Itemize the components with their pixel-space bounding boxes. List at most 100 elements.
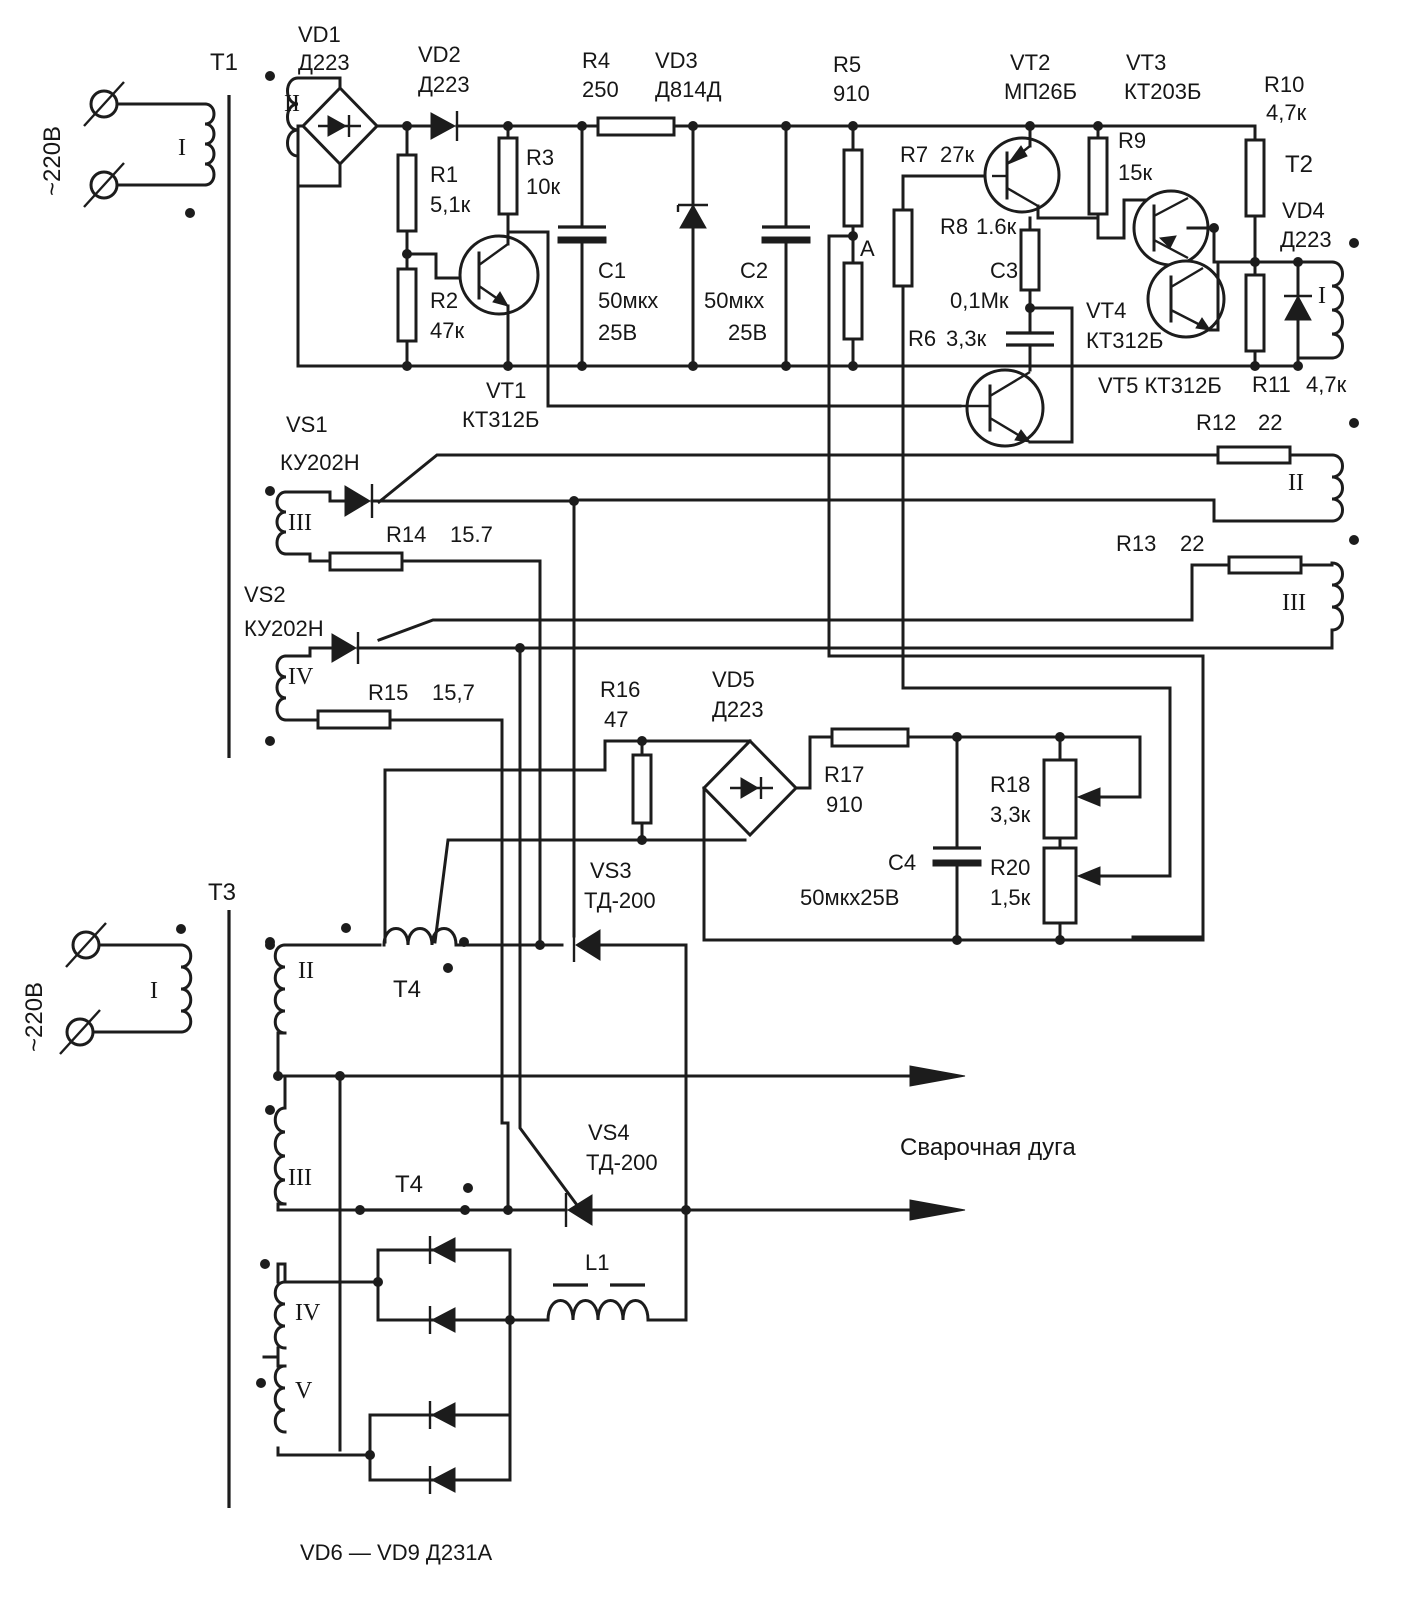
t1-winding-iii: III <box>288 510 312 536</box>
r4-ref: R4 <box>582 48 610 73</box>
r13-ref: R13 <box>1116 531 1156 556</box>
thyristor-vs1 <box>344 484 374 518</box>
r11-value: 4,7к <box>1306 372 1347 397</box>
t3-winding-i: I <box>150 978 158 1004</box>
resistor-r7 <box>892 208 914 288</box>
welding-arc-label: Сварочная дуга <box>900 1134 1076 1161</box>
capacitor-c1 <box>557 225 607 244</box>
c2-value: 50мкх <box>704 288 764 313</box>
vs4-value: ТД-200 <box>586 1150 658 1175</box>
t3-winding-v: V <box>295 1378 313 1404</box>
vd3-ref: VD3 <box>655 48 698 73</box>
vt2-value: МП26Б <box>1004 79 1077 104</box>
zener-diode-vd3 <box>676 203 708 229</box>
vd2-ref: VD2 <box>418 42 461 67</box>
vt1-ref: VT1 <box>486 378 526 403</box>
vd6-vd9-label: VD6 — VD9 Д231А <box>300 1540 493 1565</box>
resistor-r1 <box>396 153 418 233</box>
vs2-ref: VS2 <box>244 582 286 607</box>
diode-vd7 <box>428 1306 456 1334</box>
resistor-r17 <box>830 727 910 748</box>
diode-vd2 <box>430 111 459 141</box>
r2-value: 47к <box>430 318 464 343</box>
diode-bridge-vd5 <box>701 738 799 838</box>
resistor-r8 <box>1019 228 1041 292</box>
r18-value: 3,3к <box>990 802 1031 827</box>
thyristor-vs3 <box>572 928 601 962</box>
r20-value: 1,5к <box>990 885 1031 910</box>
r17-value: 910 <box>826 792 863 817</box>
transformer-t2-label: T2 <box>1285 151 1313 178</box>
r3-ref: R3 <box>526 145 554 170</box>
r1-ref: R1 <box>430 162 458 187</box>
resistor-r11 <box>1244 273 1266 353</box>
r12-ref: R12 <box>1196 410 1236 435</box>
r17-ref: R17 <box>824 762 864 787</box>
vs3-value: ТД-200 <box>584 888 656 913</box>
resistor-r4 <box>596 116 676 137</box>
current-transformer-t4-bottom <box>360 1183 473 1212</box>
c3-ref: C3 <box>990 258 1018 283</box>
vd3-value: Д814Д <box>655 77 722 102</box>
t2-winding-iii: III <box>1282 590 1306 616</box>
r12-value: 22 <box>1258 410 1282 435</box>
r8-ref: R8 <box>940 214 968 239</box>
r14-value: 15.7 <box>450 522 493 547</box>
resistor-r15 <box>316 709 392 730</box>
resistor-r3 <box>497 136 519 216</box>
t2-winding-i: I <box>1318 283 1326 309</box>
capacitor-c2 <box>761 225 811 244</box>
vs3-ref: VS3 <box>590 858 632 883</box>
r1-value: 5,1к <box>430 192 471 217</box>
mains-label-t3: ~220В <box>21 982 48 1052</box>
transformer-t2 <box>1296 238 1359 632</box>
transistor-vt5 <box>960 368 1074 448</box>
r5-ref: R5 <box>833 52 861 77</box>
current-transformer-t4-top <box>341 923 469 973</box>
diode-vd8 <box>428 1401 456 1429</box>
l1-ref: L1 <box>585 1250 609 1275</box>
diode-vd4 <box>1284 294 1312 321</box>
r2-ref: R2 <box>430 288 458 313</box>
r7-value: 27к <box>940 142 974 167</box>
c1-voltage: 25В <box>598 320 637 345</box>
vt4-value: КТ312Б <box>1086 328 1163 353</box>
transistor-vt2 <box>983 124 1100 220</box>
t1-winding-iv: IV <box>288 664 314 690</box>
vd5-value: Д223 <box>712 697 764 722</box>
t4-top-label: T4 <box>393 976 421 1003</box>
vd4-ref: VD4 <box>1282 198 1325 223</box>
diode-vd6 <box>428 1236 456 1264</box>
transformer-t1-label: T1 <box>210 49 238 76</box>
inductor-l1 <box>546 1283 650 1322</box>
r9-value: 15к <box>1118 160 1152 185</box>
vd4-value: Д223 <box>1280 227 1332 252</box>
r13-value: 22 <box>1180 531 1204 556</box>
transistor-vt1 <box>458 230 962 408</box>
transformer-t3-label: T3 <box>208 879 236 906</box>
resistor-r10 <box>1244 138 1266 218</box>
vd2-value: Д223 <box>418 72 470 97</box>
capacitor-c4 <box>932 846 982 867</box>
mains-label-t1: ~220В <box>39 126 66 196</box>
resistor-r12 <box>1216 445 1292 465</box>
r3-value: 10к <box>526 174 560 199</box>
r5-value: 910 <box>833 81 870 106</box>
c1-value: 50мкх <box>598 288 658 313</box>
potentiometer-r20 <box>1042 846 1078 925</box>
resistor-r14 <box>328 551 404 572</box>
r15-value: 15,7 <box>432 680 475 705</box>
t1-winding-ii: II <box>284 91 300 117</box>
vd1-ref: VD1 <box>298 22 341 47</box>
r6-ref: R6 <box>908 326 936 351</box>
vs2-value: КУ202Н <box>244 616 324 641</box>
r16-value: 47 <box>604 707 628 732</box>
vt2-ref: VT2 <box>1010 50 1050 75</box>
vd1-value: Д223 <box>298 50 350 75</box>
vt1-value: КТ312Б <box>462 407 539 432</box>
vt4-ref: VT4 <box>1086 298 1126 323</box>
vt5-label: VT5 КТ312Б <box>1098 373 1222 398</box>
r9-ref: R9 <box>1118 128 1146 153</box>
r4-value: 250 <box>582 77 619 102</box>
